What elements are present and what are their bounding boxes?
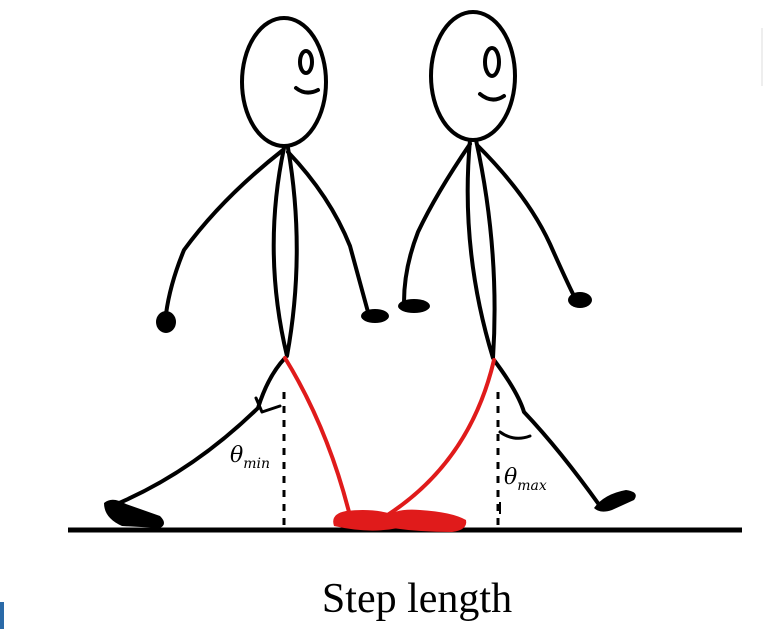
right-stance-leg (384, 358, 496, 518)
left-eye (298, 49, 314, 75)
left-smile (294, 86, 320, 95)
right-stance-foot (384, 509, 467, 532)
right-front-leg (492, 358, 602, 508)
right-torso (465, 138, 497, 360)
left-back-hand (156, 311, 176, 333)
left-back-foot (104, 499, 164, 528)
left-knee-mark (254, 396, 282, 414)
left-head (240, 16, 328, 148)
right-front-foot (594, 490, 636, 512)
left-back-leg (110, 356, 287, 508)
left-stance-foot (333, 510, 400, 531)
theta-min-label: θmin (230, 443, 270, 472)
right-head (429, 10, 517, 142)
left-stance-leg (283, 356, 352, 518)
right-front-arm (476, 144, 576, 298)
right-smile (478, 92, 506, 102)
left-back-arm (164, 148, 285, 316)
left-front-hand (361, 309, 389, 323)
step-length-caption: Step length (322, 576, 512, 622)
left-torso (271, 146, 299, 358)
theta-max-label: θmax (504, 465, 547, 494)
left-front-arm (286, 150, 370, 314)
right-knee-mark (498, 430, 532, 440)
right-back-arm (402, 142, 472, 304)
right-back-hand (398, 299, 430, 313)
right-stick-figure (402, 10, 602, 508)
right-eye (483, 46, 501, 78)
left-edge-marker (0, 602, 4, 629)
right-front-hand (568, 292, 592, 308)
left-stick-figure (110, 16, 370, 508)
